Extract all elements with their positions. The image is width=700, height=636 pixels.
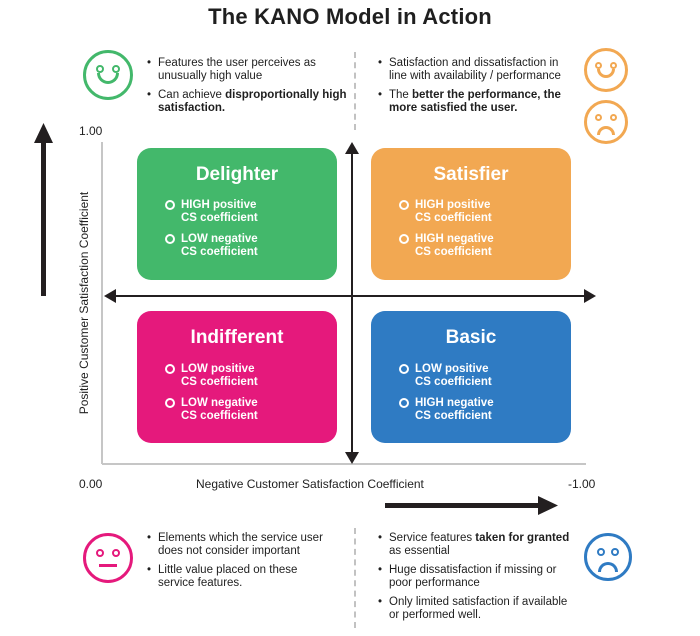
x-right-label: -1.00: [568, 477, 596, 491]
satisfier-quadrant: Satisfier HIGH positive CS coefficient H…: [371, 148, 571, 280]
basic-line-2: HIGH negative CS coefficient: [415, 397, 494, 422]
bullet-item: Satisfaction and dissatisfaction in line…: [378, 57, 578, 83]
cross-arrows: [110, 148, 590, 458]
bottom-divider: [354, 528, 356, 628]
circle-bullet-icon: [165, 398, 175, 408]
bullet-item: Huge dissatisfaction if missing or poor …: [378, 564, 578, 590]
indifferent-note: Elements which the service user does not…: [147, 532, 327, 596]
indifferent-title: Indifferent: [190, 327, 284, 348]
origin-label: 0.00: [79, 477, 103, 491]
happy-face-icon: [584, 48, 628, 92]
x-direction-arrow: [385, 496, 558, 515]
bullet-item: The better the performance, the more sat…: [378, 89, 578, 115]
arrowhead-up-icon: [345, 142, 359, 154]
satisfier-title: Satisfier: [433, 164, 509, 185]
delighter-note: Features the user perceives as unusually…: [147, 57, 347, 121]
top-divider: [354, 52, 356, 130]
bold-phrase: taken for granted: [475, 532, 570, 544]
circle-bullet-icon: [165, 200, 175, 210]
bold-phrase: disproportionally high satisfaction.: [158, 89, 347, 114]
happy-face-icon: [83, 50, 133, 100]
circle-bullet-icon: [165, 364, 175, 374]
basic-quadrant: Basic LOW positive CS coefficient HIGH n…: [371, 311, 571, 443]
arrow-right-icon: [538, 496, 558, 515]
bullet-item: Only limited satisfaction if available o…: [378, 596, 578, 622]
circle-bullet-icon: [399, 200, 409, 210]
indifferent-line-2: LOW negative CS coefficient: [181, 397, 258, 422]
indifferent-quadrant: Indifferent LOW positive CS coefficient …: [137, 311, 337, 443]
delighter-quadrant: Delighter HIGH positive CS coefficient L…: [137, 148, 337, 280]
bold-phrase: better the performance, the more satisfi…: [389, 89, 561, 114]
arrowhead-left-icon: [104, 289, 116, 303]
axis-frame: [101, 142, 586, 465]
bullet-item: Service features taken for granted as es…: [378, 532, 578, 558]
y-direction-arrow: [34, 123, 53, 296]
delighter-line-2: LOW negative CS coefficient: [181, 233, 258, 258]
arrowhead-right-icon: [584, 289, 596, 303]
basic-title: Basic: [445, 327, 497, 348]
y-top-label: 1.00: [79, 124, 103, 138]
circle-bullet-icon: [165, 234, 175, 244]
circle-bullet-icon: [399, 234, 409, 244]
bullet-item: Features the user perceives as unusually…: [147, 57, 347, 83]
bullet-item: Little value placed on these service fea…: [147, 564, 327, 590]
x-axis-title: Negative Customer Satisfaction Coefficie…: [196, 477, 424, 491]
satisfier-line-2: HIGH negative CS coefficient: [415, 233, 494, 258]
arrow-up-icon: [34, 123, 53, 143]
delighter-line-1: HIGH positive CS coefficient: [181, 199, 258, 224]
bullet-item: Elements which the service user does not…: [147, 532, 327, 558]
bullet-item: Can achieve disproportionally high satis…: [147, 89, 347, 115]
circle-bullet-icon: [399, 364, 409, 374]
neutral-face-icon: [83, 533, 133, 583]
page-title: The KANO Model in Action: [208, 4, 492, 29]
circle-bullet-icon: [399, 398, 409, 408]
arrowhead-down-icon: [345, 452, 359, 464]
sad-face-icon: [584, 533, 632, 581]
satisfier-line-1: HIGH positive CS coefficient: [415, 199, 492, 224]
satisfier-note: Satisfaction and dissatisfaction in line…: [378, 57, 578, 121]
sad-face-icon: [584, 100, 628, 144]
delighter-title: Delighter: [195, 164, 279, 185]
basic-line-1: LOW positive CS coefficient: [415, 363, 492, 388]
indifferent-line-1: LOW positive CS coefficient: [181, 363, 258, 388]
basic-note: Service features taken for granted as es…: [378, 532, 578, 628]
